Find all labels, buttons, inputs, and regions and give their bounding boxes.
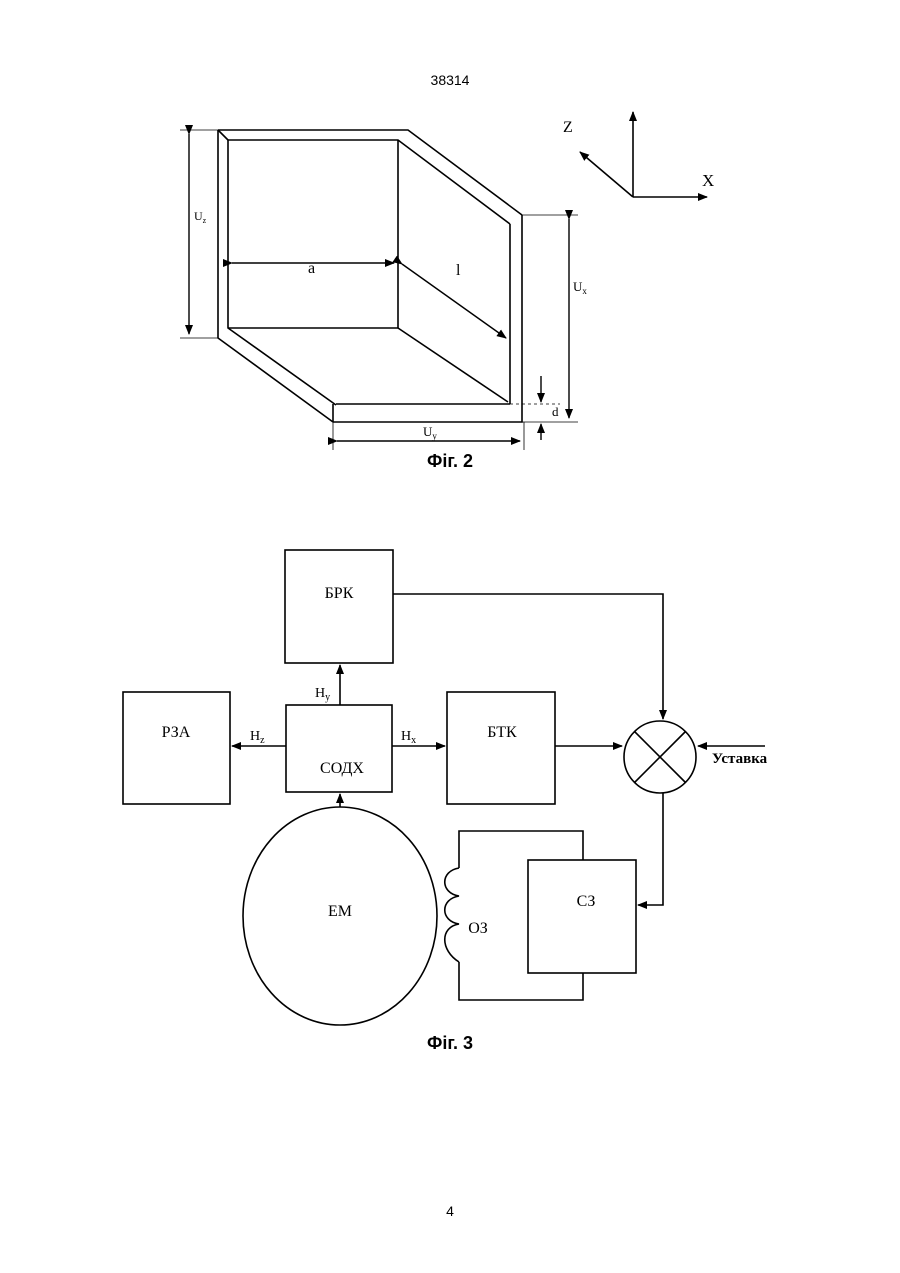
fig2-label-a: a — [308, 260, 315, 277]
signal-hx: Hx — [401, 729, 416, 746]
fig2-label-l: l — [456, 262, 461, 279]
caption-fig2: Фіг. 2 — [0, 451, 900, 472]
fig2-dimensions — [180, 130, 578, 450]
page-number-bottom: 4 — [0, 1203, 900, 1219]
block-btk — [447, 692, 555, 804]
axis-x-label: X — [702, 171, 714, 190]
caption-fig3: Фіг. 3 — [0, 1033, 900, 1054]
label-setpoint: Уставка — [712, 751, 768, 767]
fig2-label-uz: Uz — [194, 209, 207, 225]
fig2-label-ux: Ux — [573, 279, 587, 296]
signal-hz: Hz — [250, 729, 265, 746]
fig2-left-plate-top-edge — [218, 130, 228, 140]
axis-z-label: Z — [563, 119, 573, 136]
fig2-diagram — [218, 130, 522, 422]
label-sodh: СОДХ — [320, 760, 364, 777]
excitation-winding-loop — [459, 831, 583, 1000]
label-oz: ОЗ — [468, 920, 488, 937]
block-sz — [528, 860, 636, 973]
label-sz: СЗ — [577, 893, 596, 910]
fig2-top-edge-outer — [218, 130, 522, 215]
fig2-left-plate-inner — [228, 140, 336, 405]
label-rza: РЗА — [162, 724, 191, 741]
label-btk: БТК — [487, 724, 517, 741]
fig2-top-edge-inner — [228, 140, 510, 224]
fig2-label-uy: Uy — [423, 424, 437, 441]
label-brk: БРК — [325, 585, 354, 602]
fig2-coordinate-axes — [580, 112, 707, 197]
conn-comparator-sz — [638, 793, 663, 905]
excitation-winding-coil — [445, 868, 459, 962]
block-rza — [123, 692, 230, 804]
axis-y-arrow — [580, 152, 633, 197]
fig2-left-plate-outer — [218, 130, 333, 422]
fig2-right-plate-outer — [333, 215, 522, 422]
conn-brk-comparator — [393, 594, 663, 719]
fig3-diagram — [123, 550, 765, 1025]
label-em: ЕМ — [328, 903, 352, 920]
fig2-bottom-diagonal — [398, 328, 508, 402]
fig2-label-d: d — [552, 404, 559, 419]
signal-hy: Hy — [315, 686, 330, 703]
block-brk — [285, 550, 393, 663]
block-sodh — [286, 705, 392, 792]
fig2-dim-l — [402, 264, 506, 338]
